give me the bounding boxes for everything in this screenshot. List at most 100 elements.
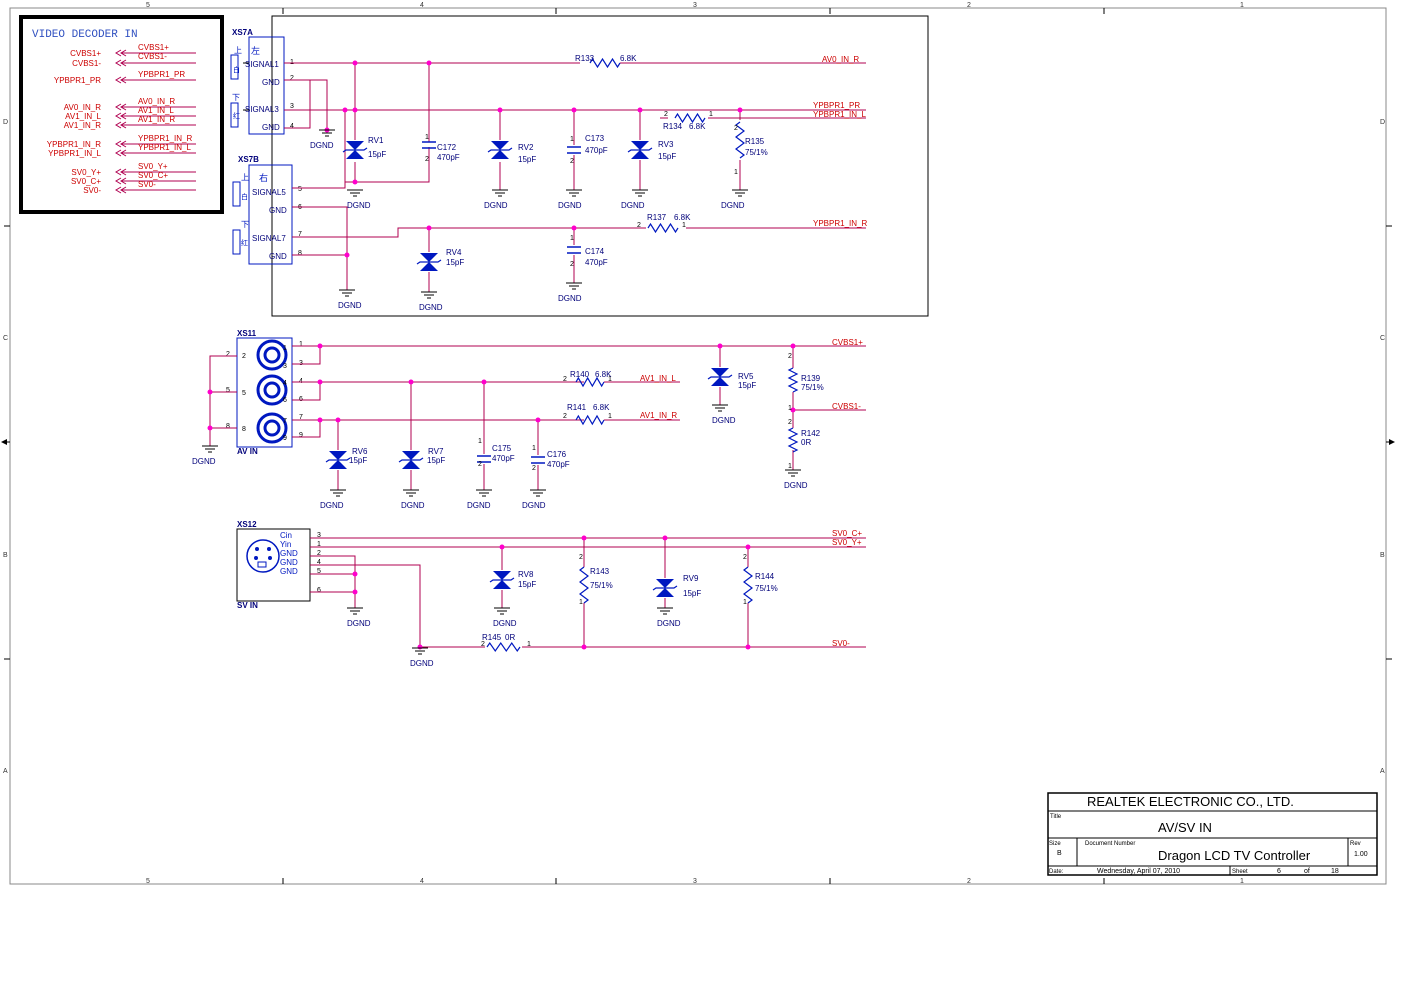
tb-of-label: of	[1304, 868, 1310, 875]
frame-col-1: 1	[1240, 2, 1244, 9]
decoder-left-label: YPBPR1_IN_L	[48, 149, 101, 158]
pin-number: 2	[570, 261, 574, 268]
tvs-diode-top	[420, 253, 438, 262]
xs12-pin-gnd2: GND	[280, 558, 298, 567]
xs7b-pin-gnd2: GND	[269, 252, 287, 261]
junction	[352, 571, 358, 577]
rv2-val: 15pF	[518, 155, 536, 164]
r134-ref: R134	[663, 122, 683, 131]
decoder-net-rows: CVBS1+CVBS1+CVBS1-CVBS1-YPBPR1_PRYPBPR1_…	[47, 43, 196, 195]
pin-number: 2	[788, 419, 792, 426]
net-cvbs1-minus: CVBS1-	[832, 402, 861, 411]
xs7a-cn-white: 白	[233, 65, 240, 74]
tvs-diode-bar	[627, 147, 653, 153]
xs7a-cn-down: 下	[232, 93, 240, 102]
xs11-inner-7: 7	[283, 418, 287, 425]
decoder-arrow	[115, 186, 127, 194]
r145-val: 0R	[505, 633, 515, 642]
xs11-inner-1: 1	[283, 345, 287, 352]
connector-xs12: XS12 Cin Yin GND GND GND 3 1 2 4 5 6 SV …	[236, 520, 321, 610]
r133-ref: R133	[575, 54, 595, 63]
ground-label: DGND	[621, 201, 645, 210]
r137-ref: R137	[647, 213, 667, 222]
r141-val: 6.8K	[593, 403, 610, 412]
xs7a-pin-gnd2: GND	[262, 123, 280, 132]
xs11-inner-2: 2	[242, 353, 246, 360]
junction	[426, 225, 432, 231]
tvs-diode-top	[329, 451, 347, 460]
r140-pin1: 1	[608, 376, 612, 383]
rv9-val: 15pF	[683, 589, 701, 598]
r144-ref: R144	[755, 572, 775, 581]
tb-company: REALTEK ELECTRONIC CO., LTD.	[1087, 794, 1294, 809]
net-av1-in-r: AV1_IN_R	[640, 411, 677, 420]
xs7b-cn-down: 下	[241, 220, 249, 229]
decoder-title: VIDEO DECODER IN	[32, 29, 138, 41]
decoder-arrow	[115, 103, 127, 111]
decoder-right-label: AV0_IN_R	[138, 97, 175, 106]
title-block: REALTEK ELECTRONIC CO., LTD. Title AV/SV…	[1047, 792, 1378, 876]
decoder-arrow	[115, 177, 127, 185]
r133-val: 6.8K	[620, 54, 637, 63]
xs11-num-7: 7	[299, 414, 303, 421]
junction	[790, 407, 796, 413]
xs7a-pin-gnd1: GND	[262, 78, 280, 87]
tb-docnum: Dragon LCD TV Controller	[1158, 848, 1311, 863]
rv8-ref: RV8	[518, 570, 534, 579]
rv5-ref: RV5	[738, 372, 754, 381]
r139-ref: R139	[801, 374, 821, 383]
decoder-right-label: SV0_C+	[138, 171, 168, 180]
junction	[352, 60, 358, 66]
rv2-ref: RV2	[518, 143, 534, 152]
pin-number: 2	[734, 125, 738, 132]
resistor-zigzag	[674, 112, 706, 124]
xs11-label: AV IN	[237, 447, 258, 456]
decoder-left-label: YPBPR1_IN_R	[47, 140, 101, 149]
xs12-pin-cin: Cin	[280, 531, 292, 540]
resistor-zigzag	[575, 376, 605, 388]
tvs-diode-top	[346, 141, 364, 150]
rv3-val: 15pF	[658, 152, 676, 161]
decoder-arrow	[115, 140, 127, 148]
pin-number: 1	[579, 599, 583, 606]
net-av1-in-l: AV1_IN_L	[640, 374, 676, 383]
r135-ref: R135	[745, 137, 765, 146]
frame-row-a-right: A	[1380, 768, 1385, 775]
xs7b-cn-white: 白	[241, 192, 248, 201]
decoder-left-label: SV0_Y+	[71, 168, 101, 177]
r134-pin2: 2	[664, 111, 668, 118]
pin-number: 1	[532, 445, 536, 452]
pin-number: 1	[788, 405, 792, 412]
tvs-diode-bottom	[491, 150, 509, 159]
ground-label: DGND	[347, 619, 371, 628]
tvs-diode-top	[402, 451, 420, 460]
xs7b-num-7: 7	[298, 231, 302, 238]
frame-row-b: B	[3, 552, 8, 559]
junction	[535, 417, 541, 423]
xs11-inner-5: 5	[242, 390, 246, 397]
r143-ref: R143	[590, 567, 610, 576]
decoder-left-label: YPBPR1_PR	[54, 76, 101, 85]
xs12-pin-gnd1: GND	[280, 549, 298, 558]
tb-sheet-label: Sheet	[1232, 869, 1248, 875]
r145-ref: R145	[482, 633, 502, 642]
tvs-diode-bottom	[631, 150, 649, 159]
junction	[717, 343, 723, 349]
xs11-num-2: 2	[226, 351, 230, 358]
frame-col-2-bottom: 2	[967, 878, 971, 885]
ground-label: DGND	[401, 501, 425, 510]
tb-size: B	[1057, 850, 1062, 857]
ground-label: DGND	[657, 619, 681, 628]
xs7b-cn-top: 上	[241, 173, 249, 182]
xs7a-cn-red: 红	[233, 111, 240, 120]
decoder-left-label: CVBS1-	[72, 59, 101, 68]
junction	[426, 60, 432, 66]
c173-ref: C173	[585, 134, 605, 143]
r141-pin1: 1	[608, 413, 612, 420]
junction-dots	[207, 60, 796, 650]
xs7b-cn-right: 右	[259, 172, 268, 183]
junction	[408, 379, 414, 385]
tb-docnum-label: Document Number	[1085, 841, 1135, 847]
tvs-diode-bottom	[329, 460, 347, 469]
decoder-left-label: CVBS1+	[70, 49, 101, 58]
